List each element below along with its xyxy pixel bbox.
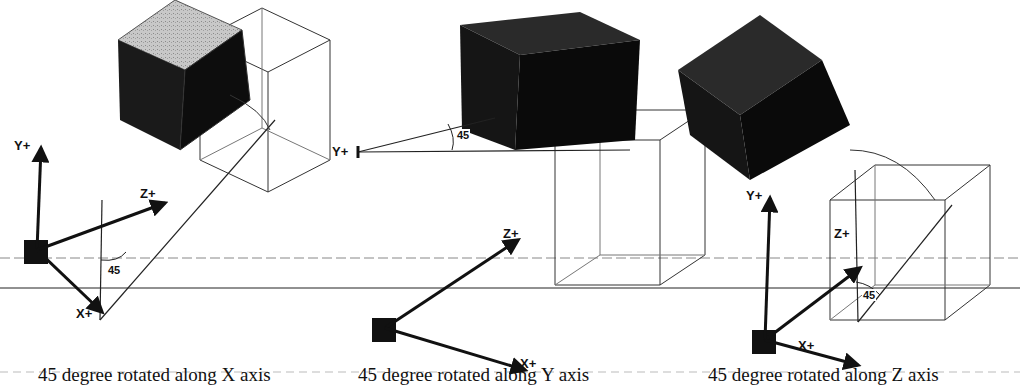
axis-label: Z+ <box>503 226 519 241</box>
axis-label: Z+ <box>834 226 850 241</box>
angle-label: 45 <box>456 129 470 141</box>
caption-text: 45 degree rotated along X axis <box>38 364 271 386</box>
caption-text: 45 degree rotated along Y axis <box>358 364 589 386</box>
angle-label: 45 <box>862 289 876 301</box>
axis-label: Y+ <box>332 144 348 159</box>
axis-label: Z+ <box>140 186 156 201</box>
axis-label: X+ <box>798 338 814 353</box>
axis-label: Y+ <box>746 188 762 203</box>
axis-label: X+ <box>76 306 92 321</box>
caption-text: 45 degree rotated along Z axis <box>708 364 939 386</box>
angle-label: 45 <box>107 264 121 276</box>
axis-label: Y+ <box>14 138 30 153</box>
